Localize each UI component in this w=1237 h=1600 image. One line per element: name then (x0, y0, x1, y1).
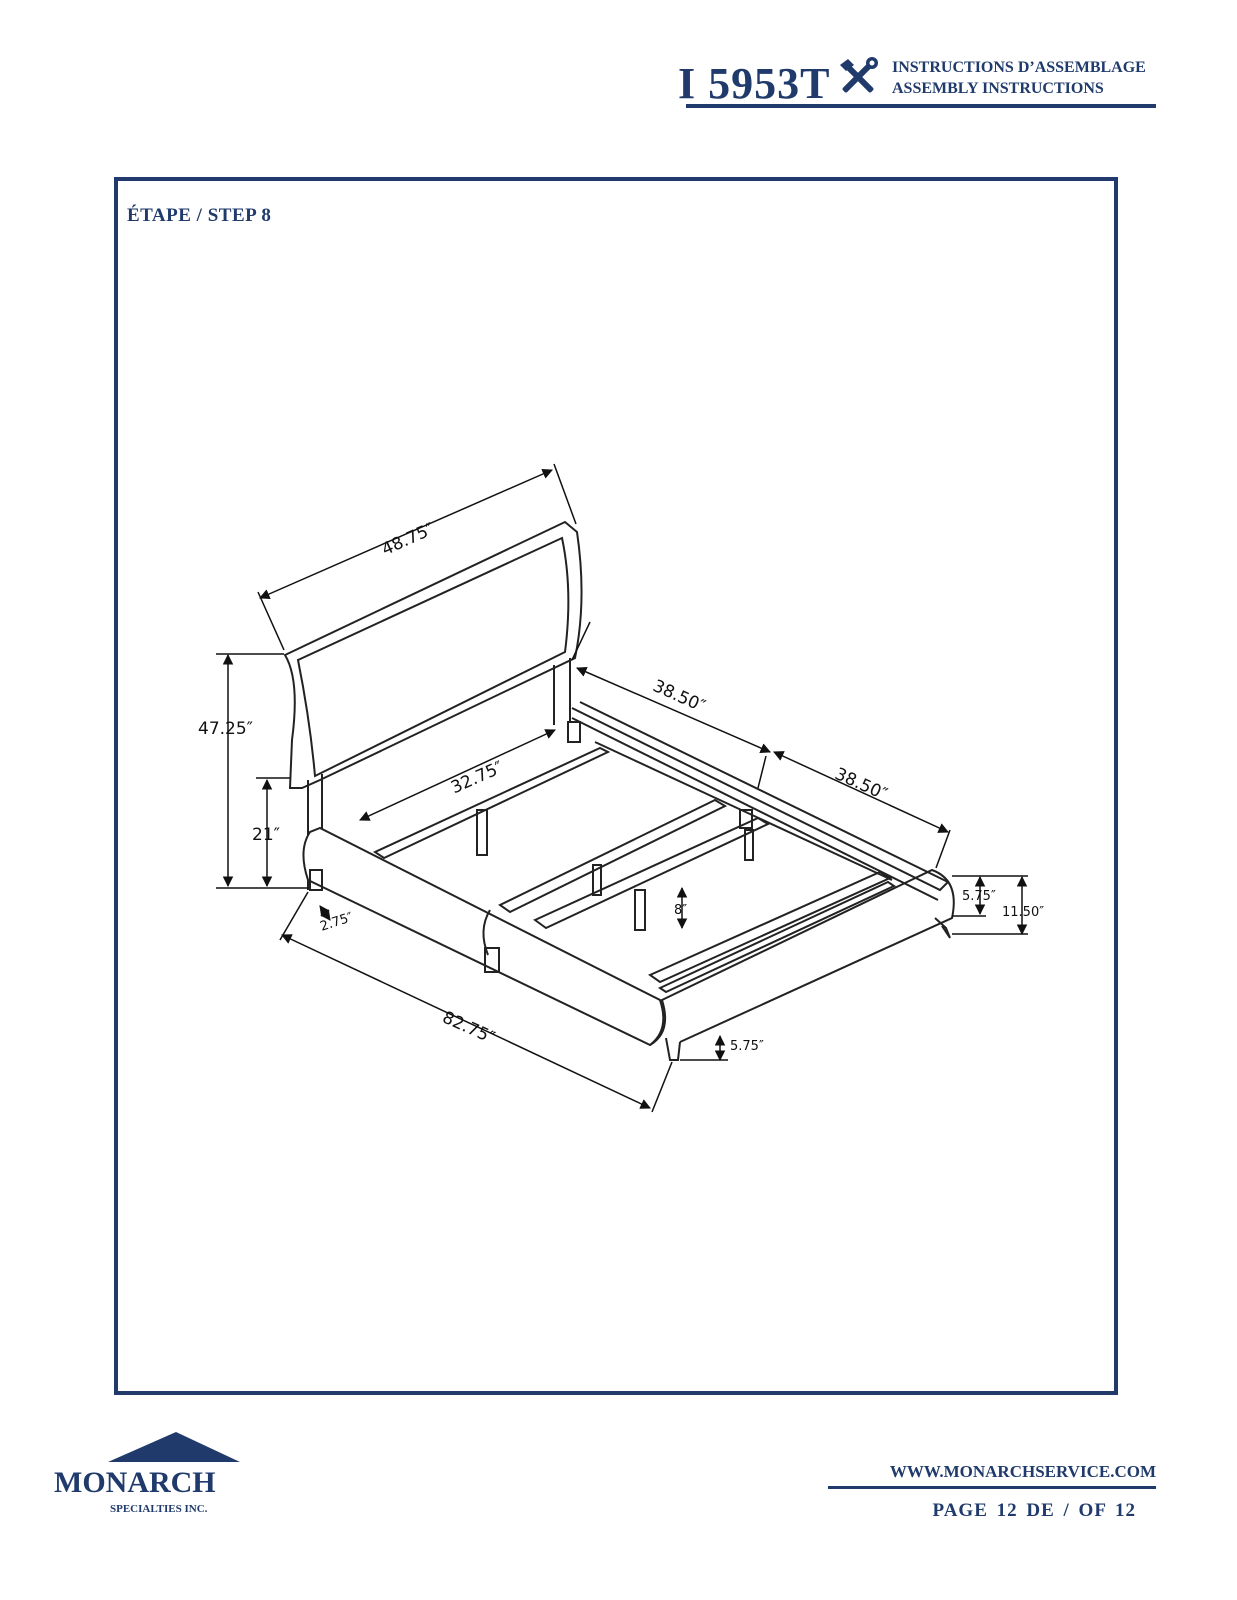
dimension-lines (216, 463, 1028, 1113)
dim-rail-height: 11.50″ (1002, 905, 1044, 920)
footer-rule (828, 1486, 1156, 1489)
dim-total-height: 47.25″ (198, 719, 253, 739)
step-title: ÉTAPE / STEP 8 (127, 205, 272, 226)
dim-leg-front: 5.75″ (730, 1039, 764, 1054)
monarch-logo: MONARCH SPECIALTIES INC. (54, 1432, 240, 1515)
dim-total-length: 82.75″ (439, 1008, 497, 1049)
tools-icon (840, 57, 878, 93)
dimension-labels: 48.75″ 47.25″ 21″ 32.75″ 38.50″ 38.50″ 2… (198, 519, 1044, 1054)
header-instructions: INSTRUCTIONS D’ASSEMBLAGE ASSEMBLY INSTR… (892, 57, 1146, 99)
dim-half-length-1: 38.50″ (650, 676, 708, 717)
dim-inner-width: 32.75″ (448, 758, 506, 799)
website-link[interactable]: WWW.MONARCHSERVICE.COM (889, 1462, 1156, 1481)
dim-leg-offset: 2.75″ (318, 910, 355, 935)
page-number: PAGE 12 DE / OF 12 (932, 1500, 1136, 1521)
header-line-fr: INSTRUCTIONS D’ASSEMBLAGE (892, 59, 1146, 76)
dim-side-height: 21″ (252, 825, 280, 845)
header-line-en: ASSEMBLY INSTRUCTIONS (892, 80, 1104, 97)
step-frame (114, 177, 1118, 1395)
dim-leg-rear: 5.75″ (962, 889, 996, 904)
logo-brand: MONARCH (54, 1466, 216, 1499)
dim-headboard-width: 48.75″ (379, 519, 437, 560)
dim-support-leg: 8″ (674, 903, 687, 918)
header-rule (686, 104, 1156, 108)
dim-half-length-2: 38.50″ (832, 764, 890, 805)
model-number: I 5953T (678, 59, 831, 108)
logo-sub: SPECIALTIES INC. (110, 1503, 208, 1515)
bed-dimension-diagram: 48.75″ 47.25″ 21″ 32.75″ 38.50″ 38.50″ 2… (198, 463, 1044, 1113)
